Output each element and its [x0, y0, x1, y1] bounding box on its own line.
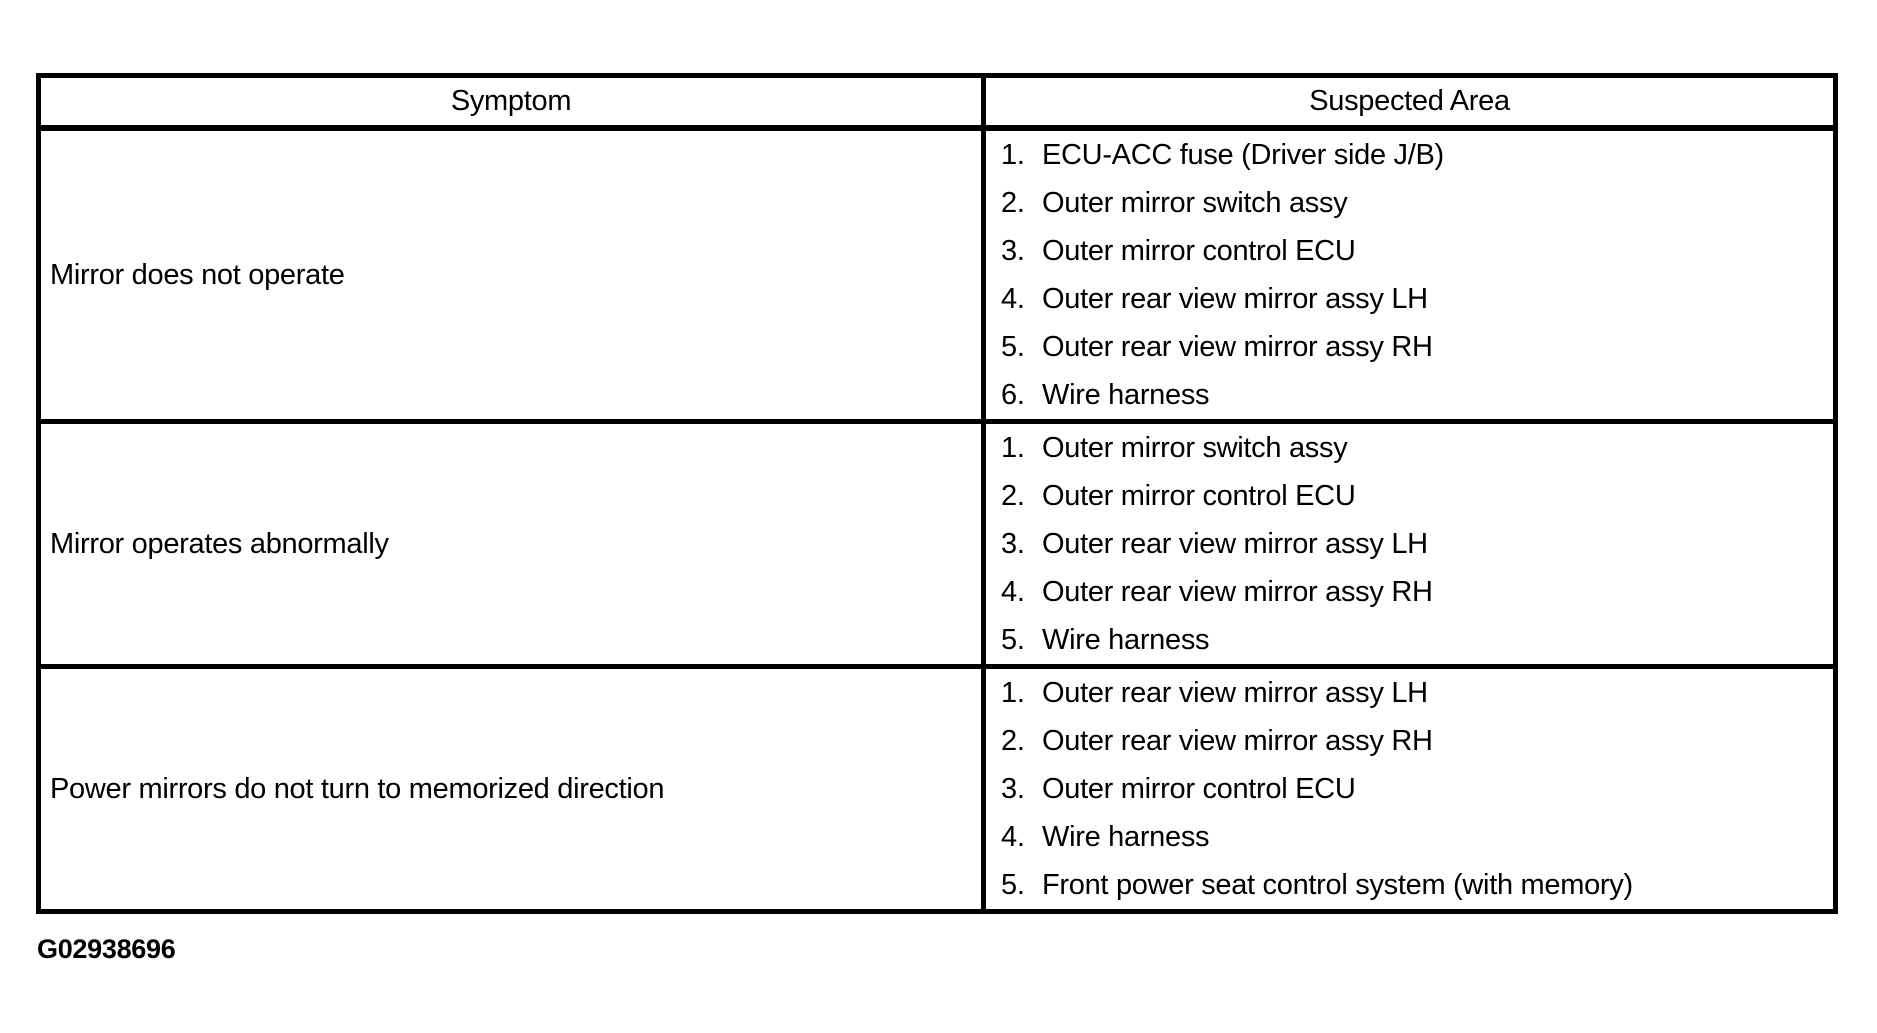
symptom-text: Mirror does not operate — [50, 258, 345, 291]
suspected-area-cell: 1. Outer rear view mirror assy LH 2. Outer… — [986, 669, 1833, 909]
list-item: 5. Outer rear view mirror assy RH — [986, 323, 1833, 371]
list-item: 4. Outer rear view mirror assy LH — [986, 275, 1833, 323]
symptom-cell: Power mirrors do not turn to memorized d… — [41, 669, 986, 909]
symptom-text: Mirror operates abnormally — [50, 527, 389, 560]
list-item-text: Outer mirror control ECU — [1042, 772, 1356, 805]
symptom-column-header: Symptom — [41, 78, 986, 125]
list-item-text: ECU-ACC fuse (Driver side J/B) — [1042, 138, 1444, 171]
list-item-number: 4. — [1001, 282, 1025, 315]
symptom-text: Power mirrors do not turn to memorized d… — [50, 772, 665, 805]
list-item-text: Wire harness — [1042, 378, 1210, 411]
list-item-number: 2. — [1001, 724, 1025, 757]
suspected-area-column-header: Suspected Area — [1309, 85, 1510, 117]
list-item-number: 5. — [1001, 868, 1025, 901]
list-item-number: 2. — [1001, 479, 1025, 512]
list-item-text: Outer mirror switch assy — [1042, 431, 1348, 464]
list-item: 1. Outer rear view mirror assy LH — [986, 669, 1833, 717]
list-item: 6. Wire harness — [986, 371, 1833, 419]
figure-id: G02938696 — [37, 934, 176, 964]
list-item-number: 1. — [1001, 431, 1025, 464]
list-item-number: 3. — [1001, 772, 1025, 805]
list-item-text: Outer rear view mirror assy RH — [1042, 724, 1433, 757]
list-item-number: 6. — [1001, 378, 1025, 411]
list-item: 5. Front power seat control system (with … — [986, 861, 1833, 909]
list-item-text: Outer mirror control ECU — [1042, 479, 1356, 512]
symptom-cell: Mirror operates abnormally — [41, 424, 986, 664]
list-item: 3. Outer mirror control ECU — [986, 227, 1833, 275]
list-item: 1. Outer mirror switch assy — [986, 424, 1833, 472]
suspected-area-cell: 1. Outer mirror switch assy 2. Outer mirro… — [986, 424, 1833, 664]
symptom-table: Symptom Suspected Area Mirror does not o… — [36, 73, 1838, 914]
list-item-text: Outer mirror switch assy — [1042, 186, 1348, 219]
list-item-number: 5. — [1001, 330, 1025, 363]
list-item-text: Outer rear view mirror assy RH — [1042, 330, 1433, 363]
list-item-text: Wire harness — [1042, 623, 1210, 656]
table-row: Mirror operates abnormally 1. Outer mirro… — [41, 424, 1833, 669]
list-item: 2. Outer mirror switch assy — [986, 179, 1833, 227]
suspected-area-cell: 1. ECU-ACC fuse (Driver side J/B) 2. Outer… — [986, 131, 1833, 419]
symptom-cell: Mirror does not operate — [41, 131, 986, 419]
suspected-list: 1. Outer rear view mirror assy LH 2. Outer… — [986, 669, 1833, 909]
list-item-number: 5. — [1001, 623, 1025, 656]
list-item: 1. ECU-ACC fuse (Driver side J/B) — [986, 131, 1833, 179]
list-item-number: 3. — [1001, 234, 1025, 267]
list-item-text: Outer rear view mirror assy RH — [1042, 575, 1433, 608]
table-header-row: Symptom Suspected Area — [41, 78, 1833, 131]
list-item: 4. Outer rear view mirror assy RH — [986, 568, 1833, 616]
list-item-number: 1. — [1001, 676, 1025, 709]
list-item-text: Front power seat control system (with me… — [1042, 868, 1633, 901]
table-row: Mirror does not operate 1. ECU-ACC fuse (… — [41, 131, 1833, 424]
suspected-list: 1. Outer mirror switch assy 2. Outer mirro… — [986, 424, 1833, 664]
list-item: 5. Wire harness — [986, 616, 1833, 664]
list-item: 3. Outer mirror control ECU — [986, 765, 1833, 813]
list-item: 2. Outer rear view mirror assy RH — [986, 717, 1833, 765]
table-row: Power mirrors do not turn to memorized d… — [41, 669, 1833, 909]
list-item-text: Outer rear view mirror assy LH — [1042, 282, 1428, 315]
list-item: 2. Outer mirror control ECU — [986, 472, 1833, 520]
list-item-text: Outer rear view mirror assy LH — [1042, 527, 1428, 560]
list-item-number: 4. — [1001, 575, 1025, 608]
list-item-text: Wire harness — [1042, 820, 1210, 853]
list-item-number: 3. — [1001, 527, 1025, 560]
list-item: 3. Outer rear view mirror assy LH — [986, 520, 1833, 568]
list-item-text: Outer mirror control ECU — [1042, 234, 1356, 267]
list-item-number: 4. — [1001, 820, 1025, 853]
list-item-text: Outer rear view mirror assy LH — [1042, 676, 1428, 709]
list-item: 4. Wire harness — [986, 813, 1833, 861]
suspected-list: 1. ECU-ACC fuse (Driver side J/B) 2. Outer… — [986, 131, 1833, 419]
list-item-number: 1. — [1001, 138, 1025, 171]
list-item-number: 2. — [1001, 186, 1025, 219]
